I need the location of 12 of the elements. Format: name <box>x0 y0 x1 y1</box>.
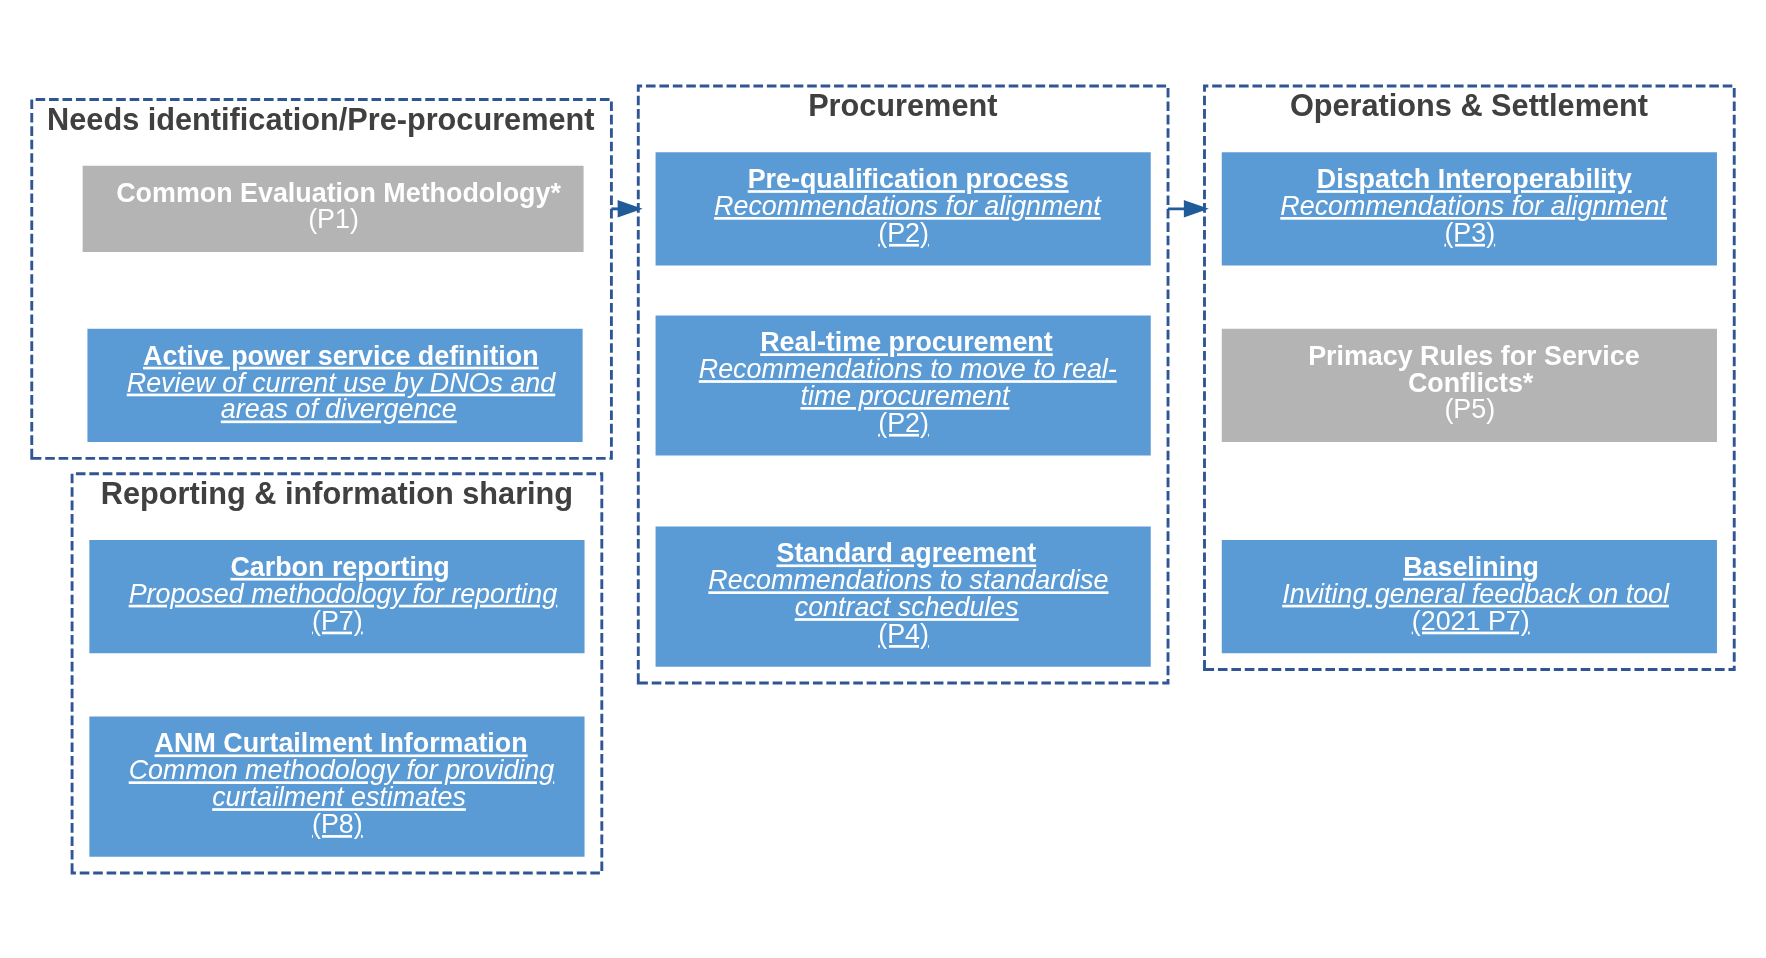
node-box: Carbon reporting Proposed methodology for reporting (P7) <box>87 537 587 655</box>
node-box: Dispatch Interoperability Recommendations for alignment (P3) <box>1219 149 1719 267</box>
node-box: ANM Curtailment Information Common methodology for providing curtailment estimates (P8) <box>87 714 587 859</box>
node-box: Active power service definition Review of current use by DNOs and areas of divergence <box>85 326 585 444</box>
node-box: Pre-qualification process Recommendations for alignment (P2) <box>653 149 1153 267</box>
node-box: Real-time procurement Recommendations to move to real-time procurement (P2) <box>653 313 1153 457</box>
node-box: Primacy Rules for Service Conflicts* (P5) <box>1219 326 1719 444</box>
node-box: Standard agreement Recommendations to standardise contract schedules (P4) <box>653 524 1153 669</box>
node-box: Common Evaluation Methodology* (P1) <box>80 163 586 254</box>
arrow <box>611 199 643 218</box>
arrow <box>1168 199 1209 218</box>
node-box: Baselining Inviting general feedback on tool (2021 P7) <box>1219 537 1719 655</box>
